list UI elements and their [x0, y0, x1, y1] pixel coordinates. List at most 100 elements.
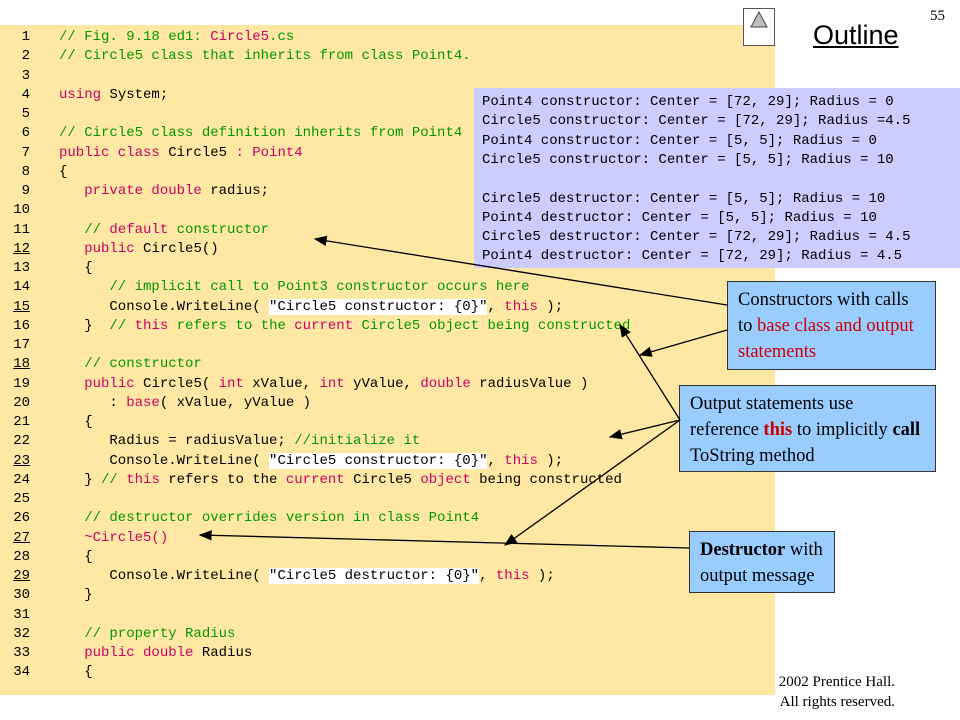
code-text: // constructor	[59, 355, 202, 374]
code-token: object	[420, 471, 471, 488]
code-token: ,	[487, 452, 505, 469]
code-token: public double	[84, 645, 194, 661]
code-text: // Circle5 class definition inherits fro…	[59, 124, 462, 143]
copyright-line-2: All rights reserved.	[779, 694, 895, 710]
callout-constructors: Constructors with calls to base class an…	[727, 281, 936, 370]
code-token: );	[537, 298, 564, 315]
line-number: 27	[13, 529, 30, 546]
code-token: radiusValue )	[470, 375, 589, 392]
code-text: // destructor overrides version in class…	[59, 509, 479, 528]
code-token: Circle5 object being constructed	[353, 317, 631, 334]
code-token: //initialize it	[294, 433, 421, 450]
code-token: ~Circle5()	[59, 529, 169, 546]
code-token: // Fig. 9.18 ed1:	[59, 29, 211, 45]
code-token: :	[59, 394, 127, 411]
callout-output-text-2: to implicitly	[792, 420, 893, 440]
code-text: public Circle5()	[59, 240, 219, 259]
code-text: // default constructor	[59, 221, 269, 240]
code-text: ~Circle5()	[59, 529, 168, 548]
up-arrow-icon	[750, 10, 768, 28]
code-text: Console.WriteLine( "Circle5 constructor:…	[59, 298, 563, 317]
callout-constructors-highlight: base class and output statements	[738, 316, 914, 362]
line-number: 21	[13, 414, 30, 430]
code-token: this	[504, 452, 538, 469]
line-number: 16	[13, 317, 30, 334]
code-token: refers to the	[168, 317, 295, 334]
line-number: 5	[21, 106, 30, 122]
code-token: // Circle5 class that inherits from clas…	[59, 48, 471, 65]
code-token: System;	[101, 86, 169, 103]
code-text: Radius = radiusValue; //initialize it	[59, 432, 420, 451]
output-line: Circle5 constructor: Center = [5, 5]; Ra…	[482, 151, 894, 168]
output-line: Point4 destructor: Center = [5, 5]; Radi…	[482, 209, 877, 226]
output-line: Circle5 destructor: Center = [5, 5]; Rad…	[482, 190, 886, 207]
line-number: 19	[13, 375, 30, 392]
code-text: Console.WriteLine( "Circle5 destructor: …	[59, 567, 555, 586]
line-number: 25	[13, 491, 30, 507]
callout-destructor-bold: Destructor	[700, 540, 786, 560]
callout-destructor-text: with output message	[700, 540, 823, 586]
line-number: 10	[13, 202, 30, 219]
outline-link[interactable]: Outline	[813, 20, 899, 50]
code-token: int	[218, 375, 244, 392]
code-token: radius;	[201, 183, 270, 199]
output-line: Circle5 constructor: Center = [72, 29]; …	[482, 113, 911, 130]
output-line: Circle5 destructor: Center = [72, 29]; R…	[482, 229, 911, 246]
line-number: 3	[21, 67, 30, 84]
code-token: //	[101, 471, 127, 488]
code-text: // Circle5 class that inherits from clas…	[59, 47, 471, 66]
code-token: // constructor	[59, 356, 202, 373]
code-token: }	[59, 471, 102, 488]
code-text: {	[59, 259, 93, 278]
code-text: {	[59, 663, 92, 682]
code-text: // implicit call to Point3 constructor o…	[59, 278, 529, 297]
code-text: using System;	[59, 86, 168, 105]
line-number: 26	[13, 510, 30, 527]
code-token: current	[285, 471, 345, 488]
code-token: // Circle5 class definition inherits fro…	[59, 125, 463, 142]
line-number: 24	[13, 471, 30, 488]
line-number: 18	[13, 356, 30, 373]
copyright-line-1: 2002 Prentice Hall.	[778, 674, 895, 690]
navigation-button[interactable]	[743, 8, 775, 46]
code-token: Console.WriteLine(	[59, 298, 270, 315]
code-token: Circle5(	[134, 375, 219, 392]
code-token: //	[59, 221, 110, 238]
code-token: //	[109, 317, 135, 334]
code-token: yValue,	[344, 375, 421, 392]
code-token: base	[126, 394, 160, 411]
callout-destructor: Destructor with output message	[689, 531, 835, 593]
code-token: this	[134, 317, 169, 334]
line-number: 1	[21, 29, 30, 45]
code-token: }	[59, 587, 93, 604]
code-token: public	[84, 375, 135, 392]
line-number: 33	[13, 645, 30, 661]
code-token: Circle5()	[134, 240, 219, 257]
line-number: 8	[21, 163, 30, 180]
page-number: 55	[930, 8, 945, 24]
code-token: public class	[59, 144, 160, 161]
code-token: Console.WriteLine(	[59, 568, 270, 584]
code-text: private double radius;	[59, 182, 269, 201]
line-number: 30	[13, 587, 30, 604]
code-text: {	[59, 163, 67, 182]
line-number: 13	[13, 260, 30, 276]
code-token: using	[59, 86, 102, 103]
arrow-output-to-line15	[619, 323, 681, 421]
line-number: 20	[13, 394, 30, 411]
arrow-output-to-line29	[503, 419, 681, 546]
code-text: // property Radius	[59, 625, 235, 644]
line-number: 9	[21, 183, 30, 199]
line-number: 32	[13, 625, 30, 642]
code-token: private double	[84, 183, 202, 199]
code-token: Radius	[193, 645, 253, 661]
code-token: : Point4	[235, 144, 303, 161]
code-token: {	[59, 163, 68, 180]
code-text: {	[59, 413, 92, 432]
code-token: );	[529, 568, 555, 584]
line-number: 34	[13, 664, 30, 681]
code-token: {	[59, 260, 93, 276]
code-text: public double Radius	[59, 644, 252, 663]
code-token: );	[537, 452, 564, 469]
